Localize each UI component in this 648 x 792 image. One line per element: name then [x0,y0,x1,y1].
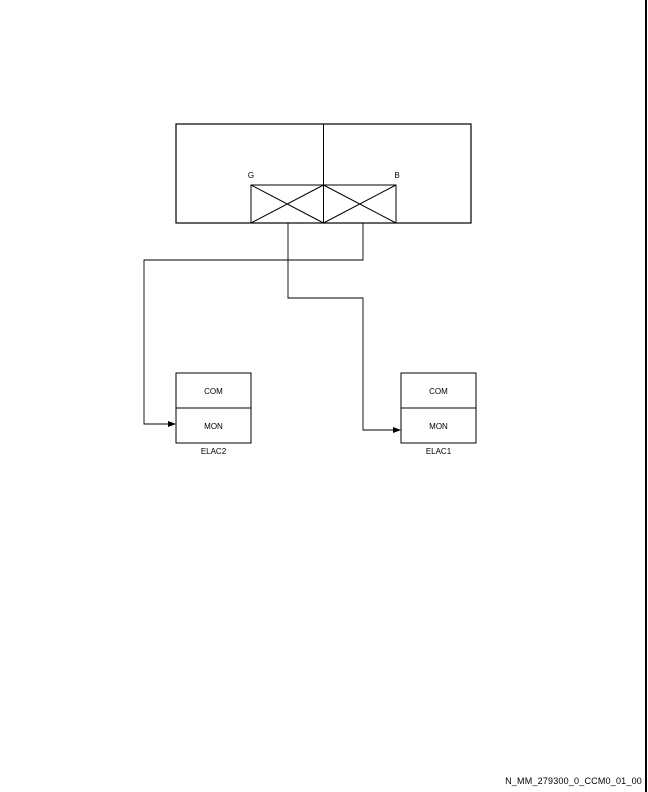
elac1-name: ELAC1 [426,447,452,456]
elac1-mon-box [400,407,477,444]
elac2-com-label: COM [204,387,223,396]
page-border [645,0,647,792]
switch-b [323,184,397,224]
switch-g [250,184,324,224]
label-g: G [248,171,254,180]
elac1-mon-label: MON [429,422,448,431]
elac2-mon-label: MON [204,422,223,431]
elac1-unit: COM MON ELAC1 [400,372,477,456]
elac1-com-label: COM [429,387,448,396]
drawing-reference: N_MM_279300_0_CCM0_01_00 [505,776,642,786]
label-b: B [394,171,399,180]
elac2-unit: COM MON ELAC2 [175,372,252,456]
elac2-name: ELAC2 [201,447,227,456]
elac2-mon-box [175,407,252,444]
wire-g-to-elac1 [287,223,401,433]
control-panel: G B [175,123,472,224]
wire-b-to-elac2 [143,223,364,427]
